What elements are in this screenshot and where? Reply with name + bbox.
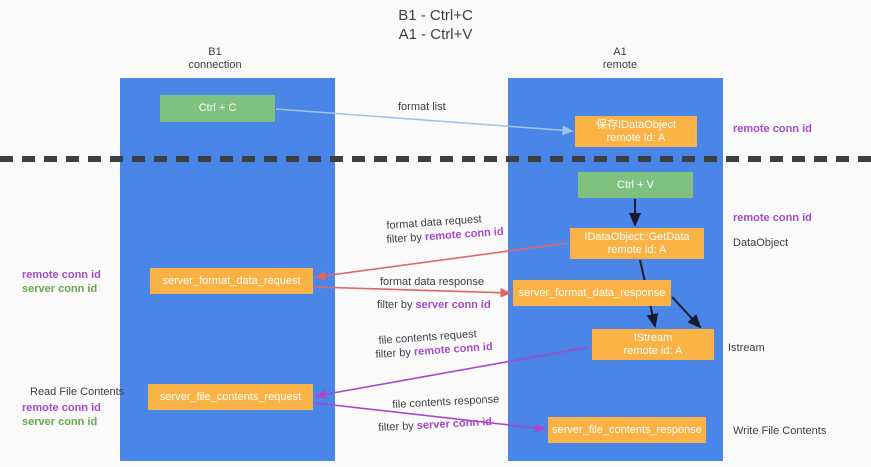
node-ctrl-v[interactable]: Ctrl + V: [578, 172, 693, 198]
filter-key-server-conn-id: server conn id: [415, 299, 491, 311]
label-format-data-response-filter: filter by server conn id: [377, 298, 491, 313]
annotation-remote-conn-id: remote conn id: [22, 402, 101, 414]
annotation-left-conn-ids-2: remote conn id server conn id: [22, 401, 101, 429]
filter-prefix: filter by: [377, 299, 416, 311]
lane-header-a1: A1 remote: [602, 46, 638, 71]
node-save-idataobject[interactable]: 保存IDataObject remote id: A: [575, 116, 697, 147]
node-istream[interactable]: IStream remote id: A: [592, 329, 714, 360]
annotation-right-istream: Istream: [728, 342, 765, 354]
node-idataobject-getdata[interactable]: IDataObject::GetData remote id: A: [570, 228, 704, 259]
annotation-right-dataobject: DataObject: [733, 237, 789, 249]
annotation-server-conn-id: server conn id: [22, 283, 98, 295]
node-server-format-data-response[interactable]: server_format_data_response: [513, 280, 671, 306]
node-server-file-contents-request[interactable]: server_file_contents_request: [148, 384, 313, 410]
node-ctrl-c[interactable]: Ctrl + C: [160, 95, 275, 122]
node-server-format-data-request[interactable]: server_format_data_request: [150, 268, 313, 294]
annotation-server-conn-id: server conn id: [22, 416, 98, 428]
annotation-right-write-file-contents: Write File Contents: [733, 425, 827, 437]
label-format-list: format list: [398, 101, 446, 113]
label-format-data-response: format data response: [380, 276, 484, 288]
filter-prefix: filter by: [378, 419, 418, 434]
annotation-right-remote-conn-id-mid: remote conn id: [733, 212, 812, 224]
filter-key-remote-conn-id: remote conn id: [413, 340, 493, 359]
page-title: B1 - Ctrl+C A1 - Ctrl+V: [398, 7, 473, 43]
label-file-contents-response-filter: filter by server conn id: [378, 415, 492, 436]
filter-key-server-conn-id: server conn id: [416, 416, 493, 432]
filter-key-remote-conn-id: remote conn id: [424, 225, 504, 244]
annotation-left-read-file-contents: Read File Contents: [30, 386, 125, 398]
annotation-left-conn-ids-1: remote conn id server conn id: [22, 268, 101, 296]
annotation-right-remote-conn-id-top: remote conn id: [733, 123, 812, 135]
filter-prefix: filter by: [375, 346, 415, 361]
filter-prefix: filter by: [386, 231, 426, 246]
lane-header-b1: B1 connection: [188, 46, 242, 71]
label-file-contents-response: file contents response: [392, 393, 500, 411]
node-server-file-contents-response[interactable]: server_file_contents_response: [548, 417, 706, 443]
section-divider: [0, 156, 871, 162]
annotation-remote-conn-id: remote conn id: [22, 269, 101, 281]
